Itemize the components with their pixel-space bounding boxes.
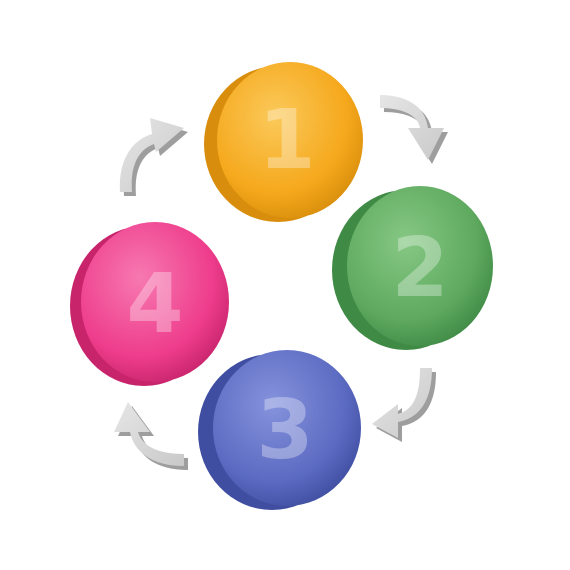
- step-disc-1-face: [217, 62, 363, 218]
- step-number-4: 4: [126, 257, 183, 352]
- step-disc-2-face: [347, 186, 493, 346]
- step-number-1: 1: [258, 93, 315, 188]
- curved-arrow-icon: [119, 118, 188, 196]
- step-disc-4: 4: [70, 222, 229, 386]
- curved-arrow-icon: [114, 402, 188, 470]
- curved-arrow-icon: [380, 95, 448, 164]
- arrow-1-to-2: [380, 95, 444, 160]
- step-disc-1: 1: [204, 62, 363, 222]
- step-number-2: 2: [391, 221, 448, 316]
- arrow-4-to-1-side: [123, 122, 188, 196]
- step-number-3: 3: [256, 383, 313, 478]
- arrow-3-to-4: [114, 402, 184, 466]
- curved-arrow-icon: [372, 368, 436, 442]
- step-disc-2: 2: [332, 186, 493, 350]
- arrow-2-to-3: [372, 368, 432, 438]
- step-disc-4-face: [81, 222, 229, 382]
- step-disc-3: 3: [198, 350, 361, 510]
- step-disc-3-face: [213, 350, 361, 506]
- arrow-4-to-1: [119, 118, 184, 192]
